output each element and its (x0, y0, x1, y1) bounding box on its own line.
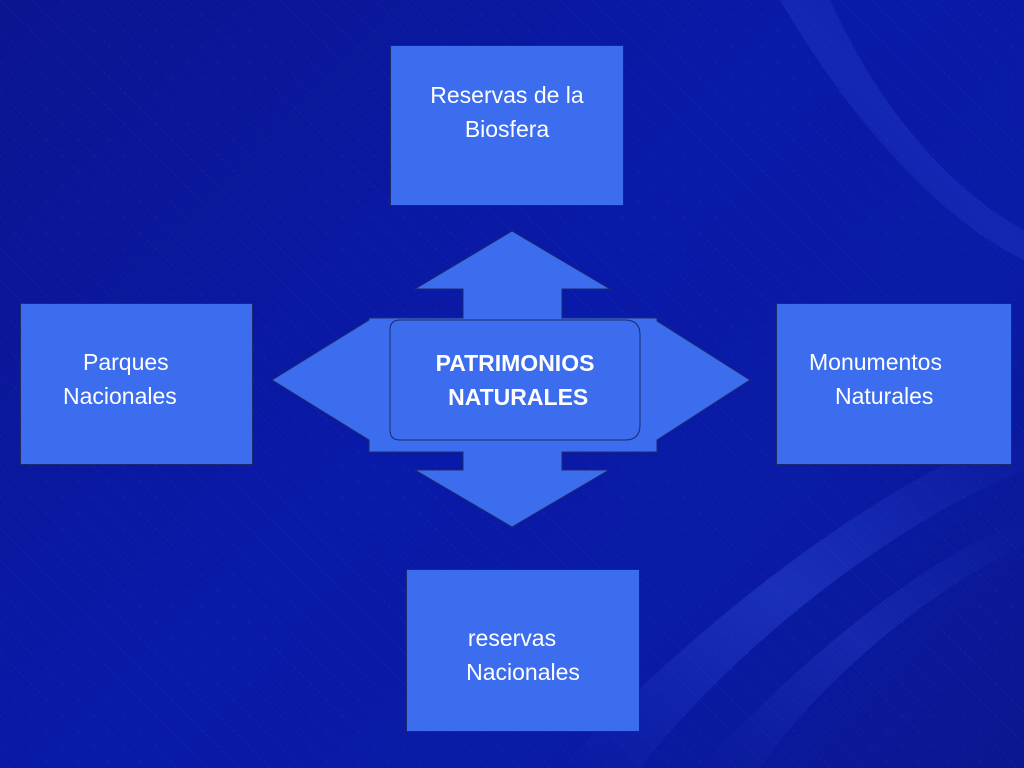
center-title-line1: PATRIMONIOS (435, 350, 595, 376)
box-parques-nacionales: Parques Nacionales (20, 303, 253, 465)
box-reservas-nacionales: reservas Nacionales (406, 569, 640, 732)
center-box-shape (389, 319, 641, 441)
center-title: PATRIMONIOS NATURALES (390, 320, 640, 440)
box-top-line1: Reservas de la (430, 81, 584, 108)
box-right-line2: Naturales (835, 383, 934, 409)
box-bottom-line2: Nacionales (466, 658, 580, 685)
center-title-line2: NATURALES (441, 384, 589, 410)
box-right-line1: Monumentos (809, 349, 942, 375)
box-reservas-biosfera: Reservas de la Biosfera (390, 45, 624, 206)
box-monumentos-naturales: Monumentos Naturales (776, 303, 1012, 465)
box-left-line2: Nacionales (63, 383, 177, 409)
box-bottom-line1: reservas (467, 624, 557, 651)
box-top-line2: Biosfera (464, 115, 550, 142)
box-left-line1: Parques (83, 349, 169, 375)
